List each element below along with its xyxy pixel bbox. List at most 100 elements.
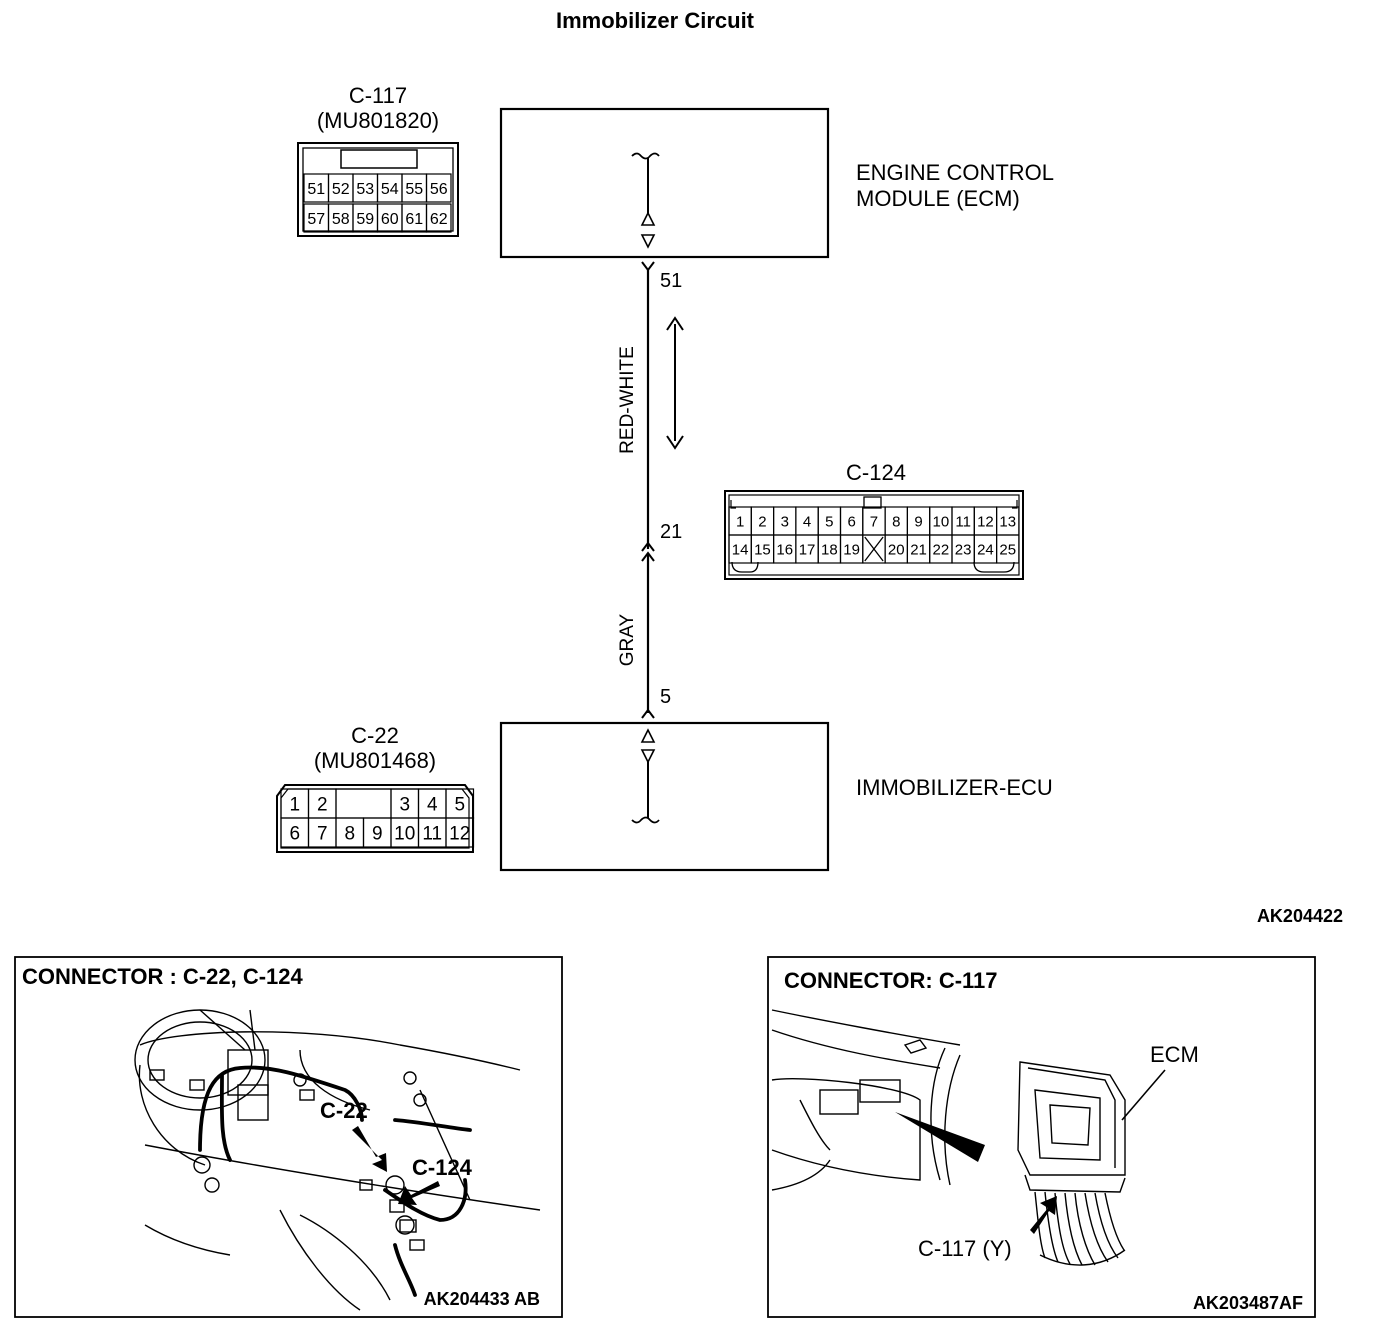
- ecm-signal-arrow-up: [640, 211, 656, 226]
- connector-pin-number: 51: [307, 181, 325, 198]
- connector-pin-number: 58: [332, 211, 350, 228]
- connector-pin-number: 57: [307, 211, 325, 228]
- connector-pin-number: 7: [870, 513, 878, 530]
- connector-pin-number: 4: [427, 795, 438, 816]
- connector-pin-number: 7: [317, 824, 328, 845]
- connector-pin-number: 4: [803, 513, 811, 530]
- ecm-label-line1: ENGINE CONTROL: [856, 160, 1054, 185]
- diagram-code: AK204422: [1257, 906, 1343, 926]
- c117-part-number: (MU801820): [317, 108, 439, 133]
- c117-label: C-117: [349, 83, 407, 108]
- connector-pin-number: 15: [754, 541, 771, 558]
- connector-pin-number: 2: [758, 513, 766, 530]
- connector-pin-number: 62: [430, 211, 448, 228]
- right-panel-title: CONNECTOR: C-117: [784, 968, 998, 993]
- connector-pin-cell: [425, 203, 452, 233]
- connector-pin-number: 2: [317, 795, 328, 816]
- connector-pin-cell: [425, 173, 452, 203]
- connector-pin-number: 9: [372, 824, 383, 845]
- connector-pin-number: 60: [381, 211, 399, 228]
- connector-pin-cell: [335, 788, 392, 819]
- ecm-wire-bundle: [1034, 1191, 1126, 1266]
- connector-pin-number: 61: [405, 211, 423, 228]
- wire-color-red-white: RED-WHITE: [617, 346, 638, 454]
- left-panel-code: AK204433 AB: [424, 1289, 540, 1309]
- connector-pin-number: 18: [821, 541, 838, 558]
- connector-pin-number: 17: [799, 541, 816, 558]
- callout-c117: C-117 (Y): [918, 1236, 1012, 1261]
- diagram-title: Immobilizer Circuit: [556, 8, 755, 33]
- connector-pin-number: 3: [399, 795, 410, 816]
- connector-pin-number: 9: [914, 513, 922, 530]
- connector-pin-number: 11: [955, 513, 971, 530]
- c22-part-number: (MU801468): [314, 748, 436, 773]
- dashboard-illustration: [134, 1009, 541, 1311]
- right-panel-code: AK203487AF: [1193, 1293, 1303, 1313]
- connector-pin-number: 22: [933, 541, 950, 558]
- connector-pin-number: 53: [356, 181, 374, 198]
- c22-label: C-22: [351, 723, 399, 748]
- callout-ecm: ECM: [1150, 1042, 1199, 1067]
- connector-pin-number: 16: [776, 541, 793, 558]
- immobilizer-pin-number: 5: [660, 686, 671, 708]
- connector-pin-number: 56: [430, 181, 448, 198]
- callout-c22-arrow: [352, 1126, 387, 1172]
- immobilizer-signal-arrow-down: [640, 749, 656, 764]
- ecm-module: ENGINE CONTROL MODULE (ECM): [499, 107, 1054, 259]
- immobilizer-box: [499, 721, 830, 872]
- connector-location-panel-c22-c124: CONNECTOR : C-22, C-124: [14, 956, 563, 1318]
- ecm-pin-number: 51: [660, 270, 682, 292]
- connector-pin-number: 12: [977, 513, 994, 530]
- connector-pin-number: 20: [888, 541, 905, 558]
- connector-pin-number: 6: [847, 513, 855, 530]
- ecm-signal-arrow-down: [640, 234, 656, 249]
- connector-pin-number: 10: [933, 513, 950, 530]
- connector-pin-number: 21: [910, 541, 927, 558]
- c124-pin-number: 21: [660, 521, 682, 543]
- connector-pin-number: 11: [422, 824, 442, 845]
- callout-c124: C-124: [412, 1155, 473, 1180]
- connector-pin-number: 1: [289, 795, 300, 816]
- connector-pin-number: 25: [999, 541, 1016, 558]
- connector-pin-number: 3: [781, 513, 789, 530]
- callout-c124-arrow: [398, 1181, 440, 1205]
- c117-connector: C-117 (MU801820) 51 52 53 54 55 56 57 58 59 60 61 6…: [297, 83, 459, 237]
- connector-pin-number: 19: [843, 541, 860, 558]
- c124-label: C-124: [846, 460, 906, 485]
- connector-location-panel-c117: CONNECTOR: C-117: [767, 956, 1316, 1318]
- connector-pin-number: 23: [955, 541, 972, 558]
- connector-pin-number: 52: [332, 181, 350, 198]
- connector-pin-number: 1: [736, 513, 744, 530]
- callout-c22: C-22: [320, 1098, 368, 1123]
- connector-pin-number: 5: [454, 795, 465, 816]
- connector-pin-cell: [995, 534, 1020, 564]
- immobilizer-label: IMMOBILIZER-ECU: [856, 775, 1053, 800]
- wire-color-gray: GRAY: [617, 613, 638, 666]
- left-panel-title: CONNECTOR : C-22, C-124: [22, 964, 304, 989]
- connector-pin-number: 14: [732, 541, 749, 558]
- connector-pin-number: 55: [405, 181, 423, 198]
- connector-pin-number: 59: [356, 211, 374, 228]
- ecm-label-line2: MODULE (ECM): [856, 186, 1020, 211]
- connector-pin-number: 13: [999, 513, 1016, 530]
- signal-wire: 51 RED-WHITE 21 GRAY 5: [617, 261, 684, 719]
- immobilizer-signal-arrow-up: [640, 728, 656, 743]
- ecm-box: [499, 107, 830, 259]
- callout-c117-arrow: [1030, 1196, 1057, 1234]
- immobilizer-module: IMMOBILIZER-ECU: [499, 721, 1053, 872]
- c117-pin-grid: 51 52 53 54 55 56 57 58 59 60 61 62: [303, 173, 452, 233]
- connector-pin-number: 6: [289, 824, 300, 845]
- ecm-location-illustration: [771, 1009, 1126, 1193]
- connector-pin-number: 24: [977, 541, 994, 558]
- connector-pin-number: 8: [892, 513, 900, 530]
- connector-pin-number: 12: [449, 824, 470, 845]
- connector-pin-number: 54: [381, 181, 399, 198]
- connector-pin-number: 8: [344, 824, 355, 845]
- connector-pin-number: 5: [825, 513, 833, 530]
- connector-pin-number: 10: [394, 824, 415, 845]
